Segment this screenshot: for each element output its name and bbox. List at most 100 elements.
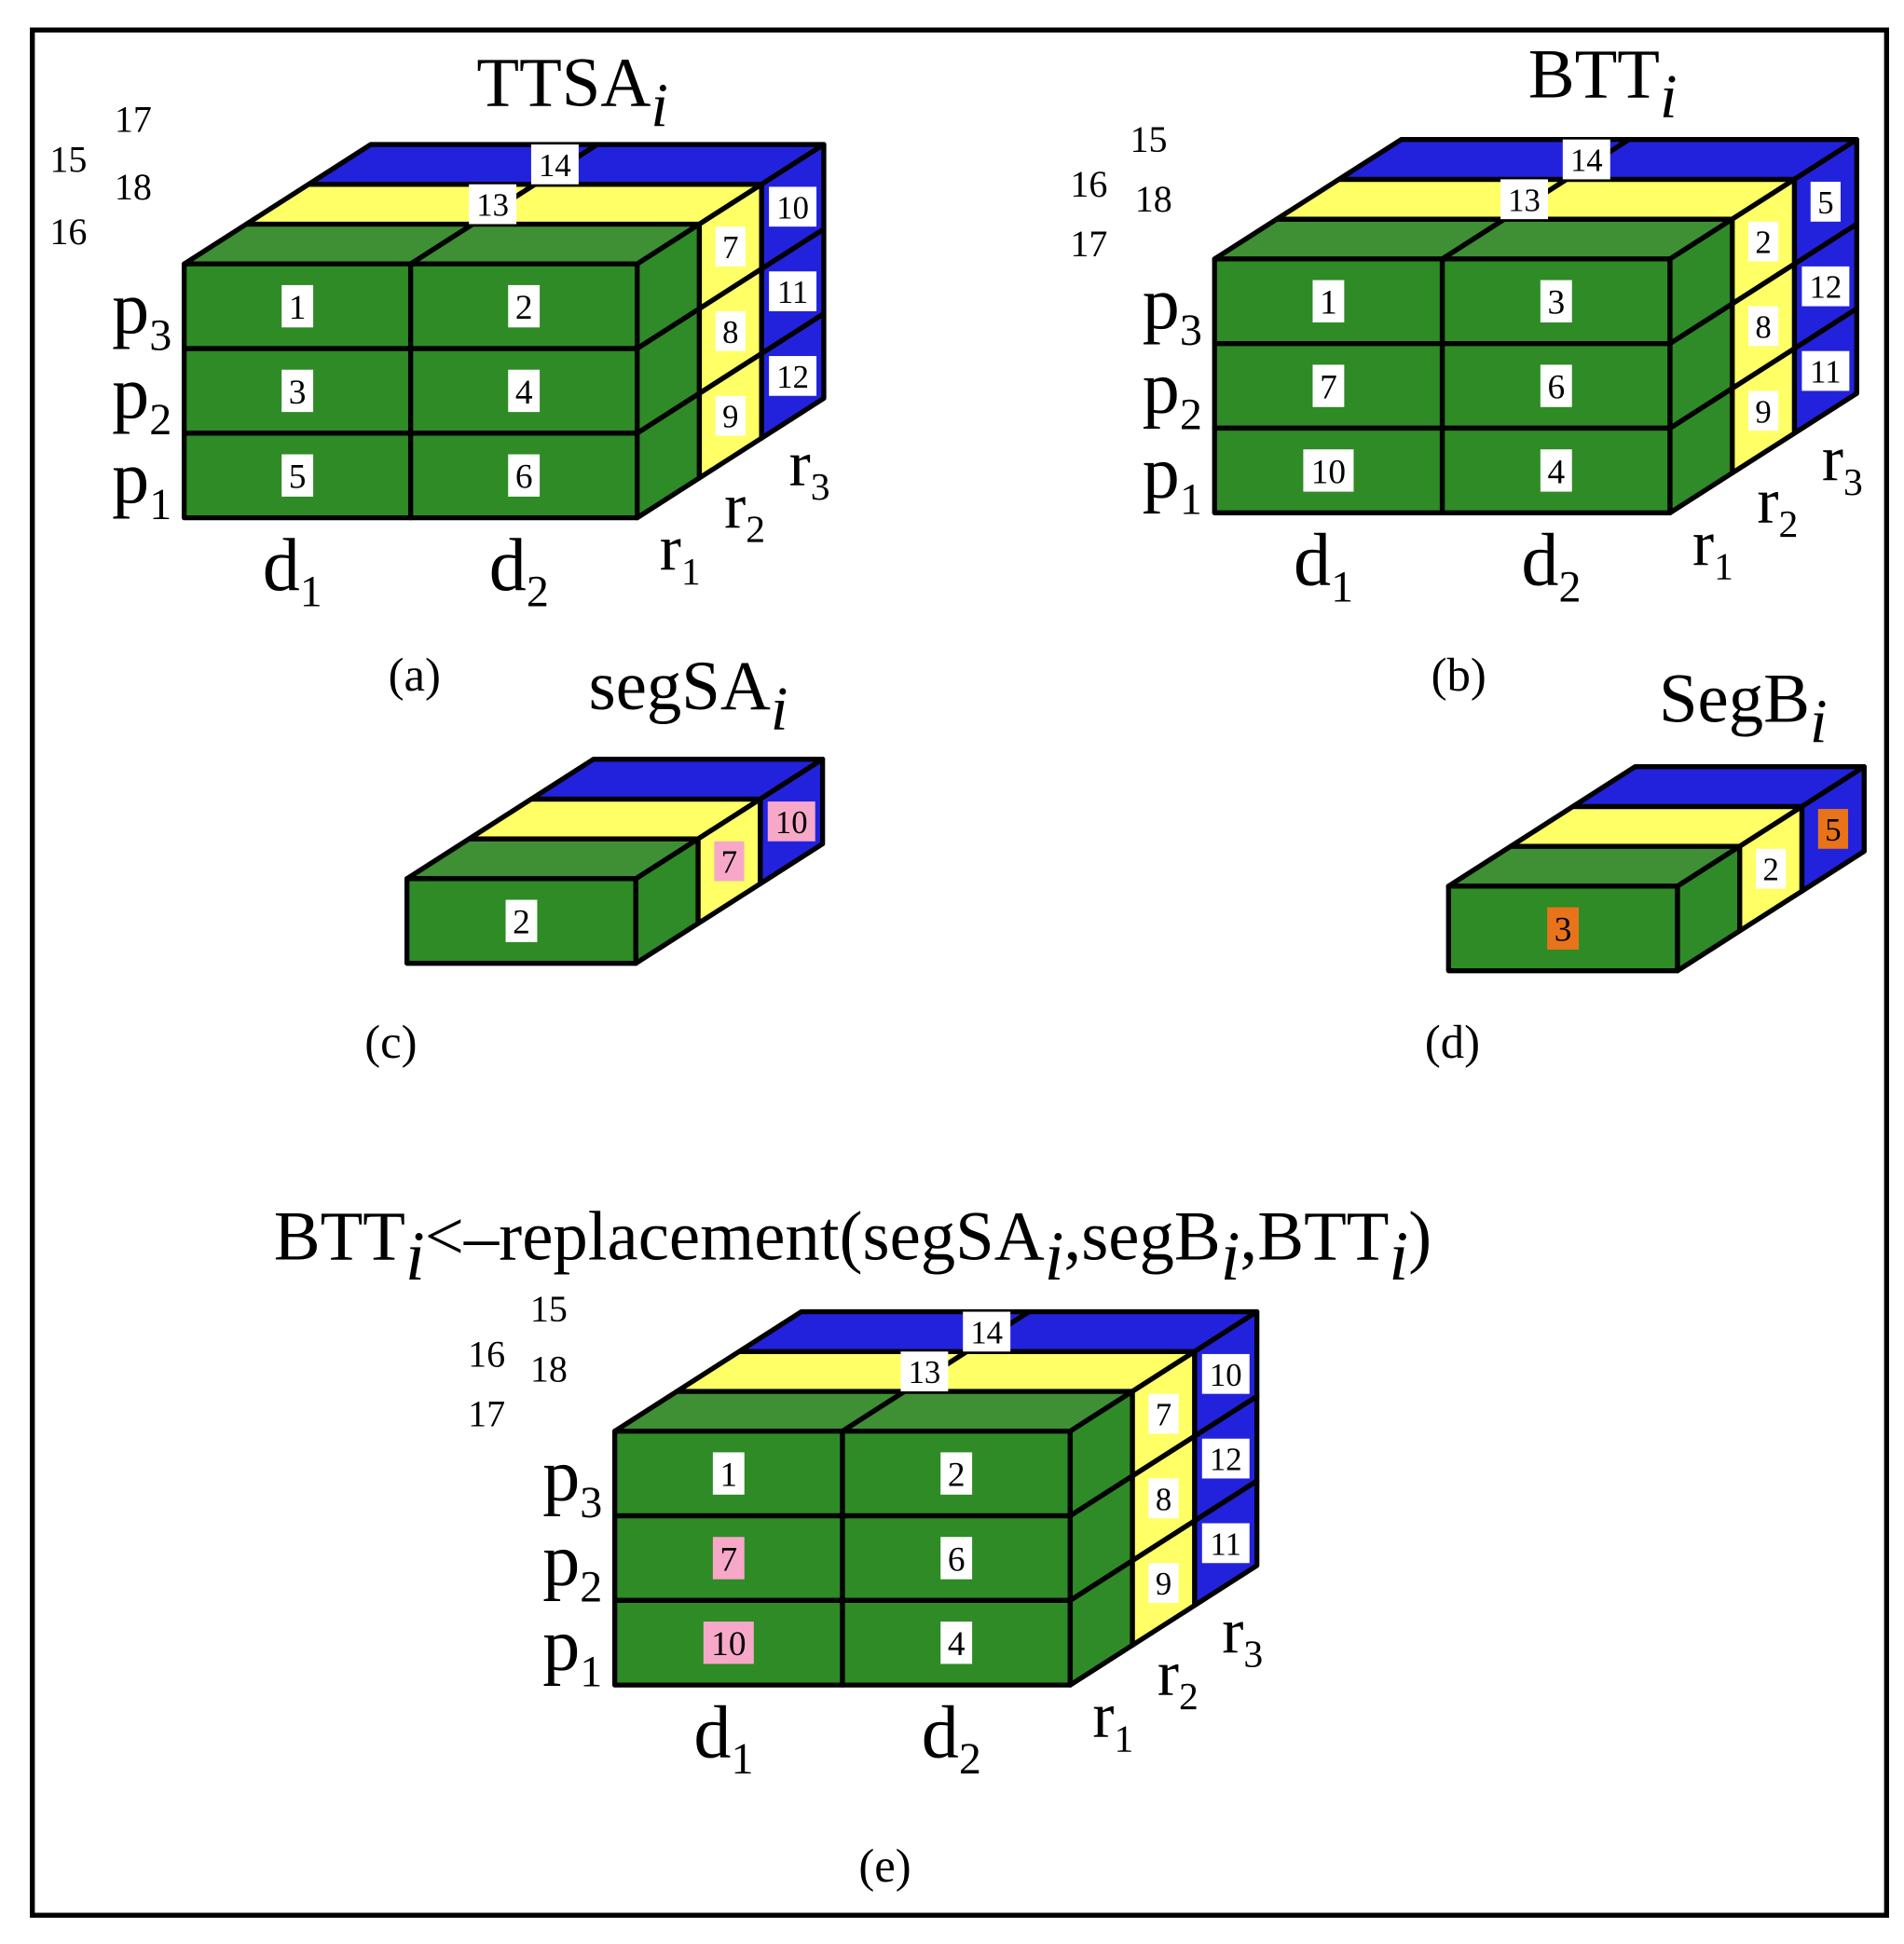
cube-e-floating-0: 15	[530, 1288, 568, 1330]
cube-b-floating-3: 17	[1070, 223, 1107, 265]
cube-e-col-label-1: d2	[922, 1692, 981, 1785]
cube-a-front-num-1-0-box	[281, 369, 314, 413]
cube-a-col-label-0: d1	[263, 525, 322, 617]
cube-a-front-num-0-0-box	[281, 284, 314, 328]
cube-a-front-num-2-0-box	[281, 454, 314, 497]
cube-e-side-yellow-num-0: 7	[1156, 1397, 1171, 1433]
slab-d-front-num-box	[1547, 907, 1580, 950]
cube-a-front-num-0-1: 2	[515, 289, 533, 327]
cube-e-depth-label-2: r3	[1222, 1595, 1263, 1676]
cube-b-side-yellow-num-1: 8	[1755, 308, 1771, 345]
cube-a-front-num-2-1-box	[508, 454, 541, 497]
cube-b-side-blue-num-0-box	[1810, 182, 1841, 222]
cube-b-front-num-2-0: 10	[1311, 453, 1346, 491]
panel-a-title: TTSAi	[476, 45, 667, 140]
cube-e-floating-1: 16	[468, 1333, 505, 1375]
cube-e-side-yellow-num-2: 9	[1156, 1566, 1171, 1602]
cube-b-depth-label-0: r1	[1692, 508, 1733, 588]
cube-a-side-blue-num-0-box	[769, 186, 817, 227]
cube-a-top-yellow-num: 13	[476, 187, 509, 224]
cube-a-side-yellow-num-1-box	[715, 310, 746, 351]
cube-b-col-label-1: d2	[1521, 520, 1581, 612]
cube-b-side-blue-num-2: 11	[1810, 354, 1841, 390]
cube-e-front-num-0-1-box	[940, 1452, 973, 1495]
cube-a-floating-1: 15	[49, 138, 87, 180]
cube-e-side-yellow-num-0-box	[1148, 1393, 1179, 1434]
slab-c-side-yellow-num-box	[714, 841, 745, 882]
cube-b-side-yellow-num-2: 9	[1755, 393, 1771, 430]
panel-d-slab: 3 2 5	[1445, 764, 1867, 974]
cube-a-side-yellow-num-1: 8	[722, 314, 738, 350]
cube-e-side-yellow-num-1-box	[1148, 1478, 1179, 1519]
cube-a-side-blue-num-0: 10	[776, 189, 809, 226]
cube-b-row-label-1: p2	[1143, 348, 1202, 440]
cube-a-top-yellow-num-box	[469, 184, 517, 225]
cube-b-side-yellow-num-1-box	[1748, 306, 1779, 347]
cube-e-side-blue-num-2: 11	[1211, 1526, 1241, 1562]
cube-b-front-num-0-0: 1	[1320, 284, 1337, 322]
cube-b-floating-0: 15	[1130, 118, 1167, 160]
cube-a-depth-label-2: r3	[789, 429, 830, 509]
cube-e-top-blue-num-box	[963, 1311, 1011, 1352]
cube-e-front-num-2-0: 10	[711, 1625, 746, 1663]
panel-b-title: BTTi	[1528, 35, 1678, 130]
cube-e-front-num-0-1: 2	[948, 1457, 966, 1495]
cube-e-floating-2: 18	[530, 1348, 568, 1390]
cube-e-front-num-1-1-box	[940, 1537, 973, 1580]
cube-b-top-blue-num: 14	[1570, 143, 1603, 179]
slab-d-front-num: 3	[1555, 911, 1572, 950]
cube-b-front-num-1-1-box	[1540, 364, 1572, 407]
cube-a-front-num-0-0: 1	[289, 289, 307, 327]
cube-e-side-yellow-num-2-box	[1148, 1563, 1179, 1603]
slab-c-side-blue-num: 10	[775, 804, 808, 841]
cube-b-front-num-1-0-box	[1312, 364, 1345, 407]
slab-d-side-blue-num: 5	[1825, 812, 1841, 848]
cube-a-row-label-2: p1	[112, 437, 171, 529]
cube-e-front-num-1-0-box	[712, 1537, 745, 1580]
cube-b-front-num-2-0-box	[1303, 449, 1354, 492]
slab-c-side-yellow-num: 7	[721, 844, 737, 881]
cube-b-top-blue-num-box	[1562, 139, 1610, 180]
cube-e-front-num-1-1: 6	[948, 1540, 966, 1579]
slab-d-side-blue-num-box	[1817, 809, 1848, 849]
cube-e-depth-label-1: r2	[1157, 1638, 1199, 1718]
cube-b-depth-label-1: r2	[1757, 466, 1798, 546]
panel-d: SegBi 325 (d)	[1425, 661, 1867, 1068]
cube-e-front-num-2-0-box	[703, 1622, 754, 1664]
panel-e-caption: (e)	[858, 1840, 911, 1892]
cube-a-front-num-1-1: 4	[515, 374, 533, 412]
cube-a-front-num-1-0: 3	[289, 374, 307, 412]
cube-a-side-yellow-num-0-box	[715, 226, 746, 267]
cube-a-depth-label-0: r1	[660, 513, 701, 594]
cube-b-row-label-2: p1	[1143, 432, 1202, 525]
cube-a-front-num-0-1-box	[508, 284, 541, 328]
cube-a-front-num-2-0: 5	[289, 459, 307, 497]
panel-c-caption: (c)	[364, 1016, 417, 1068]
cube-b-front-num-2-1: 4	[1547, 453, 1565, 491]
cube-b-front-num-1-1: 6	[1547, 369, 1565, 407]
cube-e-front-num-0-0: 1	[719, 1457, 737, 1495]
cube-e-depth-label-0: r1	[1092, 1680, 1133, 1760]
cube-e-front-num-0-0-box	[712, 1452, 745, 1495]
cube-b-front-num-2-1-box	[1540, 449, 1572, 492]
cube-b-side-blue-num-0: 5	[1817, 185, 1833, 221]
cube-e-side-yellow-num-1: 8	[1156, 1481, 1171, 1517]
cube-b-side-yellow-num-0: 2	[1755, 225, 1771, 261]
cube-e-row-label-0: p3	[542, 1435, 602, 1527]
cube-a-front-num-2-1: 6	[515, 459, 533, 497]
cube-e-row-label-1: p2	[542, 1520, 602, 1612]
slab-d-side-yellow-num: 2	[1762, 852, 1778, 888]
slab-d-side-yellow-num-box	[1756, 848, 1787, 889]
cube-a-col-label-1: d2	[489, 525, 549, 617]
cube-a-top-blue-num-box	[530, 144, 579, 185]
cube-a-row-label-0: p3	[112, 268, 171, 361]
panel-c-title: segSAi	[589, 648, 788, 743]
cube-b-top-yellow-num: 13	[1508, 182, 1541, 218]
